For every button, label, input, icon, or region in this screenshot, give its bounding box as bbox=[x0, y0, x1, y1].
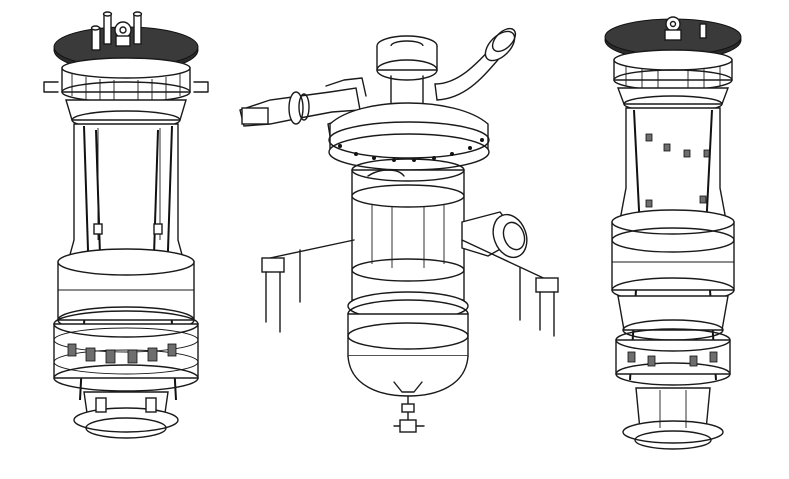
right-base-flange bbox=[622, 420, 724, 444]
center-reactor-assembly bbox=[239, 27, 559, 433]
left-top-nozzle-2 bbox=[103, 13, 112, 45]
right-vessel-assembly bbox=[604, 16, 742, 450]
center-drain-valve bbox=[399, 419, 417, 433]
center-bottom-head bbox=[347, 355, 469, 397]
left-top-nozzle-1 bbox=[91, 27, 101, 51]
left-top-nozzle-3 bbox=[133, 13, 142, 45]
left-vessel-assembly bbox=[43, 11, 209, 439]
center-main-flange bbox=[328, 133, 490, 171]
